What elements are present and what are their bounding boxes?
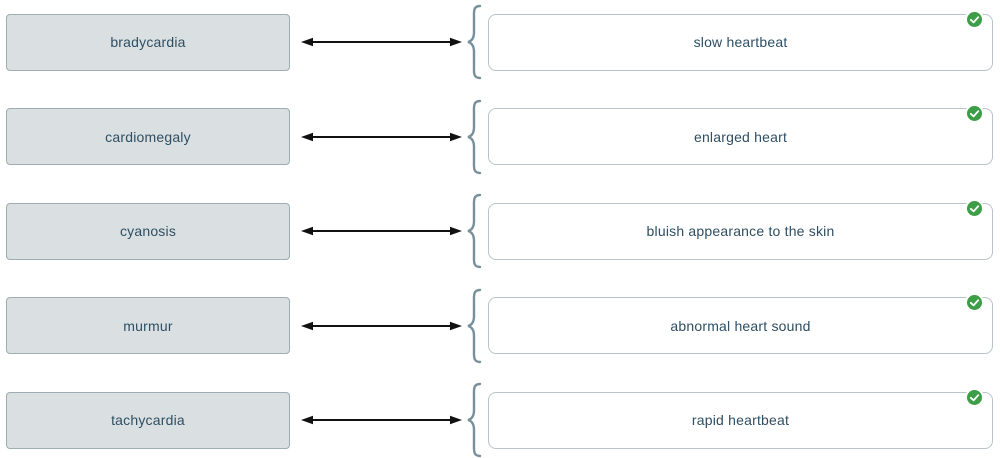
- double-arrow-icon: [301, 321, 462, 330]
- definition-card[interactable]: slow heartbeat: [488, 9, 993, 71]
- check-circle-icon: [965, 293, 984, 312]
- term-label: murmur: [123, 317, 173, 334]
- left-brace-icon: [467, 4, 482, 80]
- match-connector: [290, 320, 466, 332]
- left-brace-icon: [467, 193, 482, 269]
- double-arrow-icon: [301, 415, 462, 425]
- match-row: murmur abnormal heart sound: [6, 288, 993, 363]
- term-label: tachycardia: [111, 412, 185, 428]
- match-row: cyanosis bluish appearance to the skin: [6, 193, 993, 269]
- check-circle-icon: [965, 104, 984, 123]
- match-connector: [290, 131, 466, 143]
- term-label: cyanosis: [119, 223, 177, 239]
- match-row: tachycardia rapid heartbeat: [6, 382, 993, 458]
- double-arrow-icon: [301, 37, 462, 47]
- double-arrow-icon: [301, 226, 462, 236]
- definition-card[interactable]: bluish appearance to the skin: [488, 198, 993, 260]
- term-card[interactable]: murmur: [6, 297, 290, 354]
- match-connector: [290, 36, 466, 48]
- match-row: cardiomegaly enlarged heart: [6, 99, 993, 174]
- check-circle-icon: [965, 387, 984, 407]
- match-connector: [290, 225, 466, 237]
- term-label: cardiomegaly: [105, 128, 191, 145]
- definition-card[interactable]: abnormal heart sound: [488, 293, 993, 354]
- left-brace-icon: [467, 99, 482, 174]
- check-circle-icon: [965, 198, 984, 218]
- term-card[interactable]: cardiomegaly: [6, 108, 290, 165]
- check-circle-icon: [965, 9, 984, 29]
- term-card[interactable]: cyanosis: [6, 202, 290, 260]
- term-card[interactable]: tachycardia: [6, 391, 290, 449]
- definition-label: rapid heartbeat: [691, 412, 790, 428]
- match-row: bradycardia slow heartbeat: [6, 4, 993, 80]
- left-brace-icon: [467, 382, 482, 458]
- definition-card[interactable]: rapid heartbeat: [488, 387, 993, 449]
- term-label: bradycardia: [110, 34, 186, 50]
- term-card[interactable]: bradycardia: [6, 13, 290, 71]
- double-arrow-icon: [301, 132, 462, 141]
- definition-label: slow heartbeat: [693, 34, 788, 50]
- definition-label: abnormal heart sound: [670, 317, 811, 334]
- match-connector: [290, 414, 466, 426]
- definition-label: enlarged heart: [693, 128, 788, 145]
- definition-label: bluish appearance to the skin: [646, 223, 835, 239]
- left-brace-icon: [467, 288, 482, 363]
- definition-card[interactable]: enlarged heart: [488, 104, 993, 165]
